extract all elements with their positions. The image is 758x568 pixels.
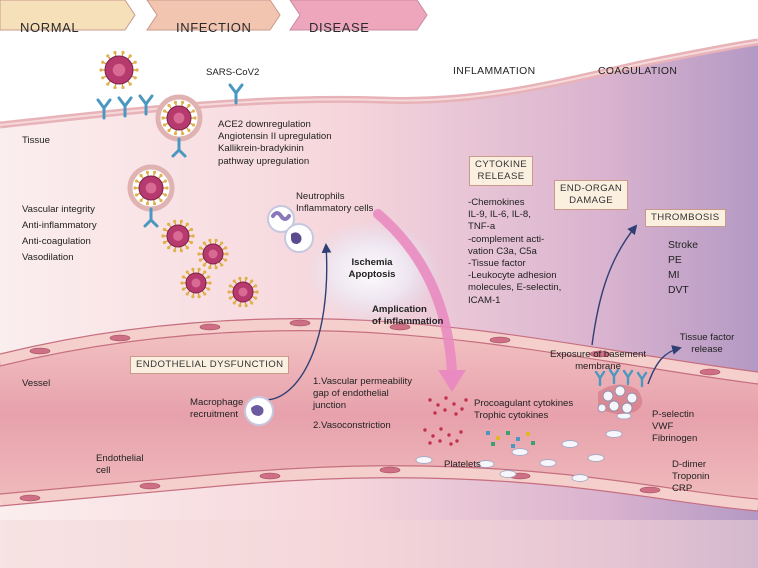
- macrophage-label: Macrophage recruitment: [190, 397, 244, 421]
- virus-particle: [197, 238, 229, 270]
- cytokine-list: -Chemokines IL-9, IL-6, IL-8, TNF-a -com…: [468, 197, 562, 306]
- sars-cov2-viruses: [99, 50, 259, 308]
- phase-normal-shape: [0, 0, 136, 31]
- phase-normal-label: NORMAL: [20, 20, 80, 35]
- sars-cov2-label: SARS-CoV2: [206, 67, 260, 78]
- ddimer-list: D-dimer Troponin CRP: [672, 459, 710, 495]
- neutrophils: [267, 205, 314, 253]
- amplification-arrowhead: [438, 370, 466, 392]
- procoagulant-dots: [423, 396, 468, 446]
- phase-disease-label: DISEASE: [309, 20, 370, 35]
- endothelial-cell-label: Endothelial cell: [96, 453, 144, 477]
- procoagulant-label: Procoagulant cytokines Trophic cytokines: [474, 398, 574, 422]
- exposure-label: Exposure of basement membrane: [550, 349, 646, 373]
- ace2-text: ACE2 downregulation Angiotensin II upreg…: [218, 119, 332, 167]
- platelets: [415, 412, 632, 482]
- virus-particle: [133, 170, 169, 206]
- vasoconstriction-text: 2.Vasoconstriction: [313, 420, 391, 431]
- virus-particle: [161, 100, 197, 136]
- permeability-text: 1.Vascular permeability gap of endotheli…: [313, 376, 413, 412]
- virus-particle: [180, 267, 212, 299]
- macrophage: [244, 396, 274, 426]
- phase-infection-label: INFECTION: [176, 20, 252, 35]
- macrophage-arrow: [264, 243, 332, 401]
- endothelial-dysfunction-box: ENDOTHELIAL DYSFUNCTION: [130, 356, 290, 374]
- amplification-arrow: [373, 209, 457, 377]
- phase-disease-shape: [289, 0, 428, 31]
- amplification-label: Amplication of inflammation: [372, 304, 444, 328]
- ace2-receptors: [96, 83, 244, 120]
- tissue-label: Tissue: [22, 135, 50, 146]
- pselectin-list: P-selectin VWF Fibrinogen: [652, 409, 698, 445]
- vessel-label: Vessel: [22, 378, 51, 389]
- endothelial-nuclei: [19, 319, 721, 502]
- phase-infection-shape: [146, 0, 281, 31]
- tissue-factor-arrow: [647, 345, 682, 385]
- end-organ-damage-box: END-ORGAN DAMAGE: [554, 180, 629, 210]
- virus-particle: [99, 50, 139, 90]
- platelets-label: Platelets: [444, 459, 481, 470]
- ischemia-label: Ischemia Apoptosis: [348, 257, 396, 281]
- thrombosis-box: THROMBOSIS: [645, 209, 726, 227]
- thrombosis-list: Stroke PE MI DVT: [668, 240, 699, 296]
- end-organ-arrow: [591, 224, 638, 346]
- cytokine-release-box: CYTOKINE RELEASE: [469, 156, 534, 186]
- coagulation-header: COAGULATION: [598, 66, 678, 77]
- phase-banner: [0, 0, 428, 31]
- inflammation-header: INFLAMMATION: [453, 66, 536, 77]
- virus-particle: [161, 219, 195, 253]
- trophic-cytokine-dots: [486, 431, 535, 448]
- tissue-factor-label: Tissue factor release: [679, 332, 735, 356]
- thrombus: [594, 368, 648, 414]
- virus-particle: [227, 276, 259, 308]
- normal-functions-list: Vascular integrity Anti-inflammatory Ant…: [22, 204, 97, 263]
- neutrophils-label: Neutrophils Inflammatory cells: [296, 191, 374, 215]
